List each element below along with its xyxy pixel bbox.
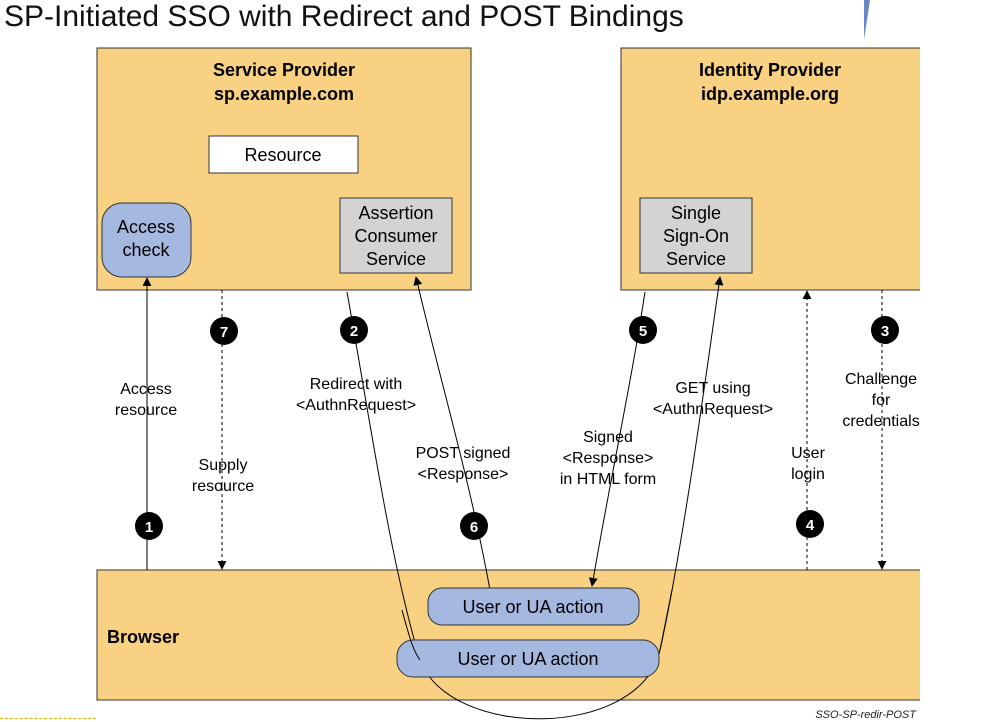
step-1-label-1: Access [120,381,172,398]
page-title: SP-Initiated SSO with Redirect and POST … [4,0,684,33]
idp-host: idp.example.org [701,84,839,104]
step-3-label-1: Challenge [845,371,917,388]
access-check-label-2: check [122,240,170,260]
sp-name: Service Provider [213,60,355,80]
ua-action-bottom-label: User or UA action [457,649,598,669]
access-check-label-1: Access [117,217,175,237]
footer-divider [0,718,96,719]
step-circle-6 [460,512,488,540]
ua-action-top-label: User or UA action [462,597,603,617]
step-num-6: 6 [470,519,478,536]
resource-box [208,135,359,174]
idp-name: Identity Provider [699,60,841,80]
acs-box [339,197,453,274]
step-3-label-2: for [872,392,891,409]
redirect-curve [346,276,724,720]
get-label-1: GET using [675,380,750,397]
step-num-1: 1 [145,519,153,536]
step-5-label-2: <Response> [563,450,654,467]
get-label-2: <AuthnRequest> [653,401,773,418]
sso-label-3: Service [666,249,726,269]
post-curve-up [413,276,491,591]
step-num-5: 5 [639,323,647,340]
step-circle-2 [340,316,368,344]
ua-action-bottom [396,639,660,678]
acs-label-1: Assertion [358,203,433,223]
step-circle-5 [629,316,657,344]
redirect-curve-overlay [401,609,421,661]
resource-label: Resource [244,145,321,165]
step-3-label-3: credentials [842,413,919,430]
step-num-3: 3 [881,323,889,340]
sso-label-1: Single [671,203,721,223]
step-7-label-2: resource [192,478,254,495]
diagram-footer: SSO-SP-redir-POST [815,709,917,721]
logo-mark [864,0,870,40]
access-check-box [101,202,192,278]
step-5-label-1: Signed [583,429,633,446]
step-num-4: 4 [806,517,815,534]
step-4-label-2: login [791,466,825,483]
step-circle-7 [210,317,238,345]
step-1-label-2: resource [115,402,177,419]
redirect-curve-overlay-right [659,589,673,651]
step-6-label-2: <Response> [418,466,509,483]
step-num-2: 2 [350,323,358,340]
sso-label-2: Sign-On [663,226,729,246]
step-num-7: 7 [220,324,228,341]
step-6-label-1: POST signed [416,445,511,462]
acs-label-3: Service [366,249,426,269]
ua-action-top [427,587,640,626]
step-5-label-3: in HTML form [560,471,656,488]
step-4-label-1: User [791,445,825,462]
step-2-label-1: Redirect with [310,376,402,393]
acs-label-2: Consumer [354,226,437,246]
step-7-label-1: Supply [199,457,248,474]
step-circle-1 [135,512,163,540]
browser-label: Browser [107,627,179,647]
step-circle-4 [796,510,824,538]
step-2-label-2: <AuthnRequest> [296,397,416,414]
step-circles: 1 2 3 4 5 6 7 [135,316,899,540]
step-circle-3 [871,316,899,344]
sso-service-box [639,197,753,274]
sp-host: sp.example.com [214,84,354,104]
